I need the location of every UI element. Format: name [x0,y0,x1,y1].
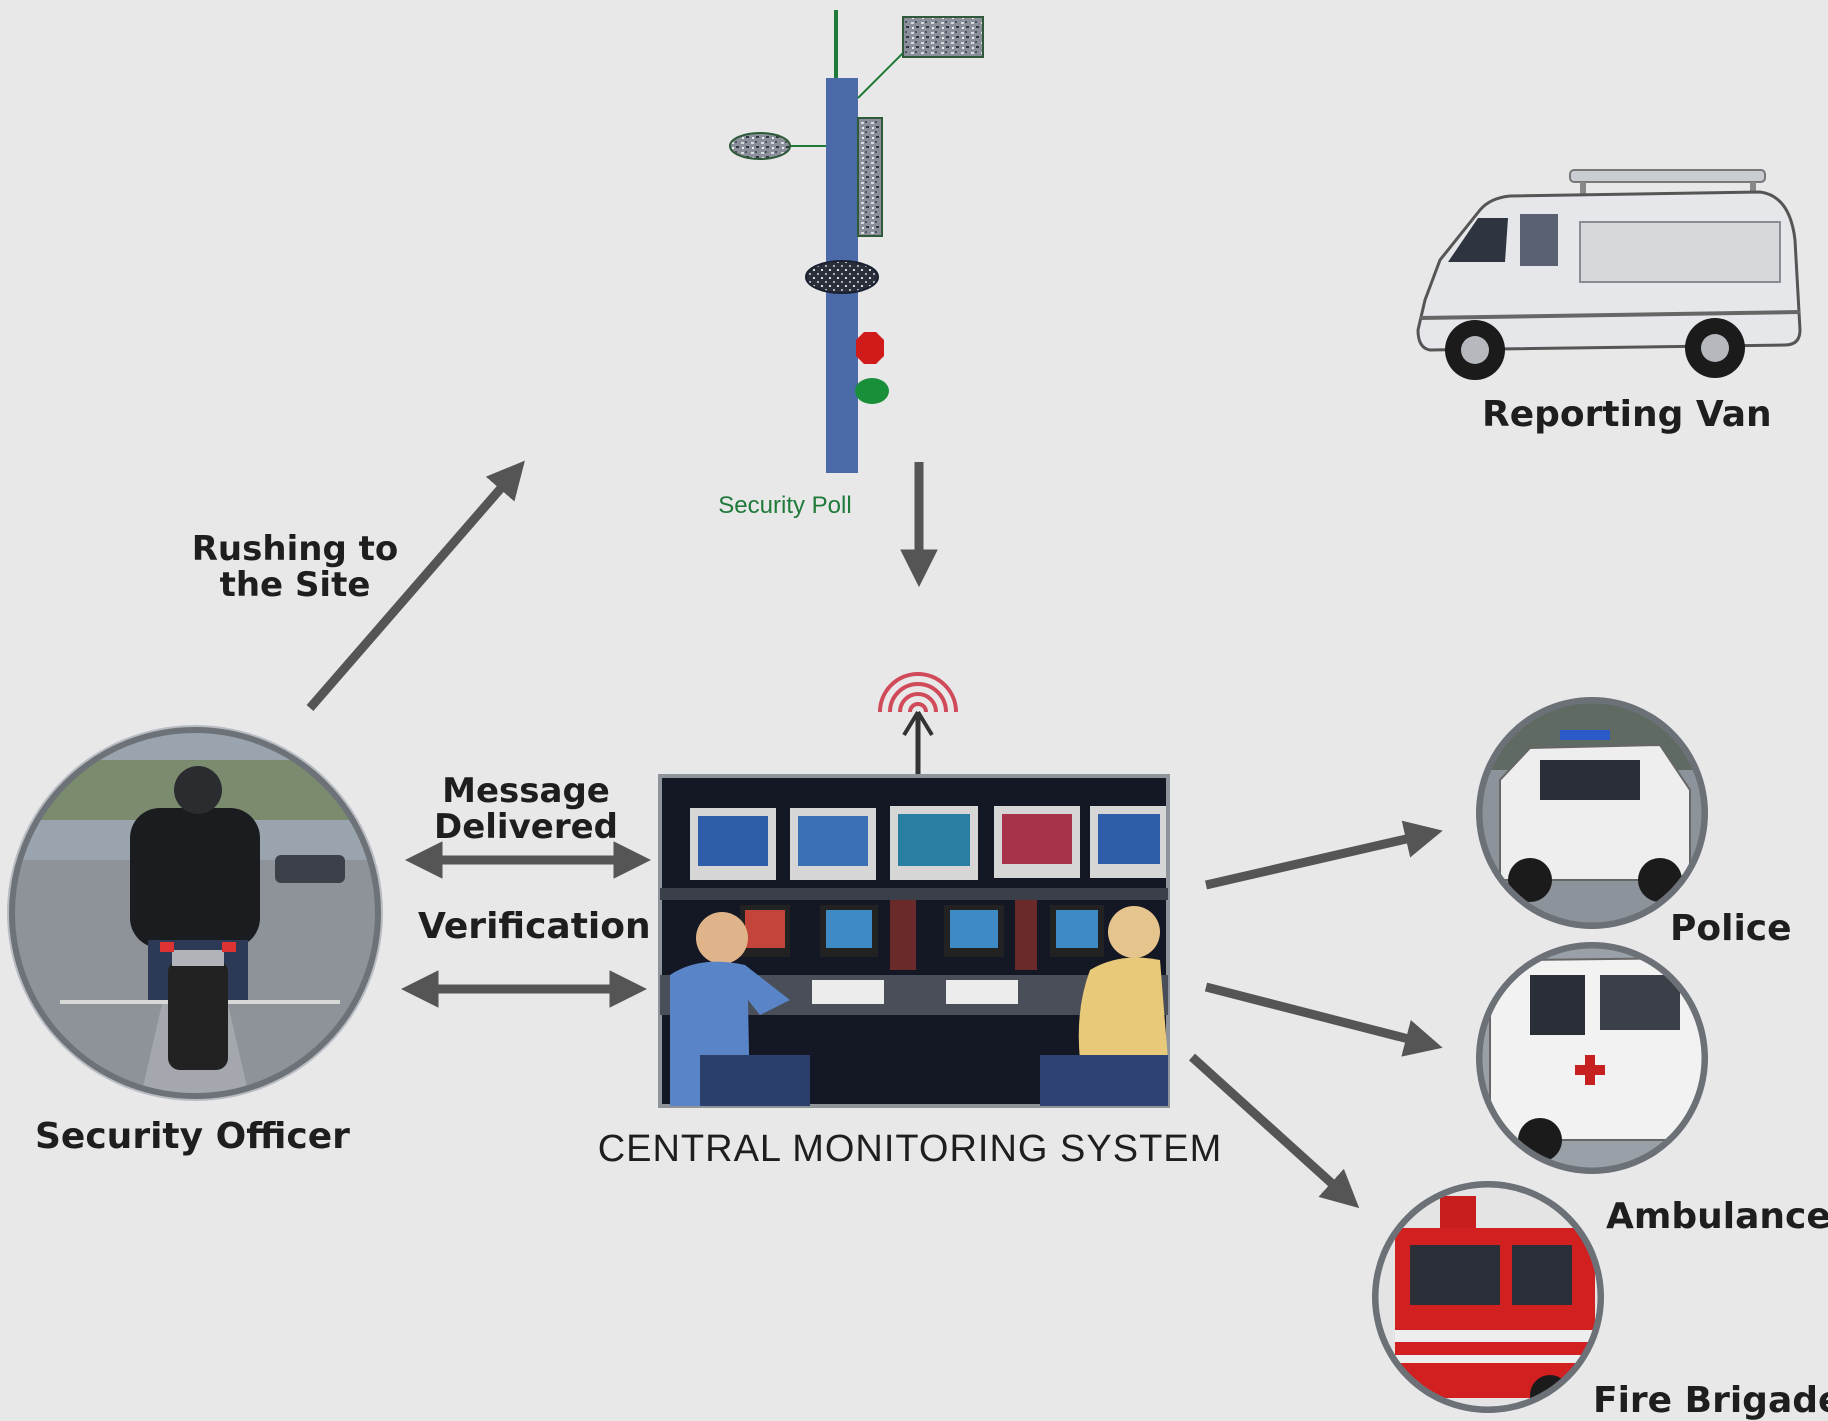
rushing-label-line1: Rushing to [191,529,399,569]
verification-label: Verification [418,906,651,947]
control-room-icon [658,774,1170,1108]
fire-brigade-label: Fire Brigade [1593,1380,1828,1421]
reporting-van-icon [1416,169,1802,380]
fire-truck-icon [1372,1181,1604,1413]
reporting-van-label: Reporting Van [1482,394,1772,435]
police-vehicle-icon [1476,697,1708,929]
arrows [306,460,1443,1209]
arrow-to-police [1204,820,1443,890]
message-label-line1: Message [442,771,610,811]
message-delivered-label: Message Delivered [410,771,642,847]
motorcycle-officer-icon [7,725,383,1101]
wireless-signal-icon [878,672,958,776]
ambulance-icon [1476,942,1708,1174]
arrow-rushing-to-site [306,460,525,711]
message-label-line2: Delivered [434,806,618,847]
security-officer-label: Security Officer [35,1116,350,1157]
arrow-to-fire-brigade [1188,1053,1360,1209]
police-label: Police [1670,908,1792,949]
rushing-label-line2: the Site [219,564,371,605]
arrow-to-ambulance [1204,982,1443,1057]
security-pole-icon [729,10,984,473]
rushing-label: Rushing to the Site [170,529,420,605]
security-pole-label: Security Poll [718,492,852,519]
central-monitoring-label: CENTRAL MONITORING SYSTEM [597,1128,1223,1170]
ambulance-label: Ambulance [1606,1196,1828,1237]
